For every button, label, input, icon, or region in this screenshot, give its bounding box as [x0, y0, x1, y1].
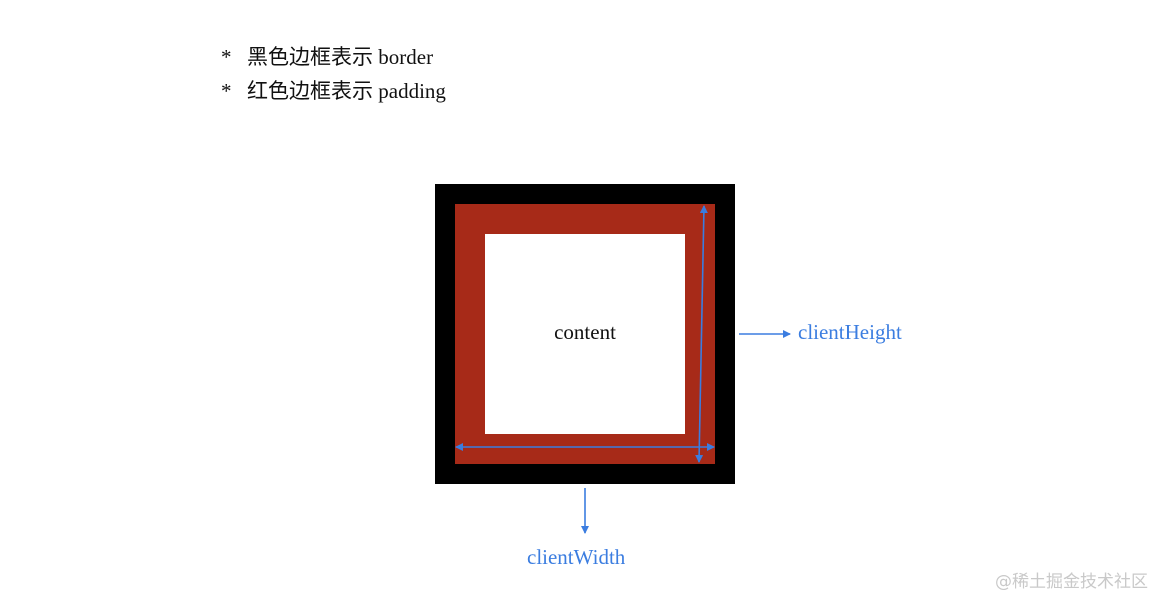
bullet-asterisk: *: [221, 45, 232, 69]
watermark: @稀土掘金技术社区: [995, 572, 1148, 592]
content-label: content: [554, 320, 616, 344]
legend-text-padding: 红色边框表示 padding: [247, 79, 446, 103]
legend-item-border: * 黑色边框表示 border: [221, 40, 446, 74]
client-width-label: clientWidth: [527, 545, 626, 569]
client-height-label: clientHeight: [798, 320, 902, 344]
legend-list: * 黑色边框表示 border * 红色边框表示 padding: [221, 40, 446, 108]
legend-text-border: 黑色边框表示 border: [247, 45, 434, 69]
content-box: [485, 234, 685, 434]
legend-item-padding: * 红色边框表示 padding: [221, 74, 446, 108]
bullet-asterisk: *: [221, 79, 232, 103]
